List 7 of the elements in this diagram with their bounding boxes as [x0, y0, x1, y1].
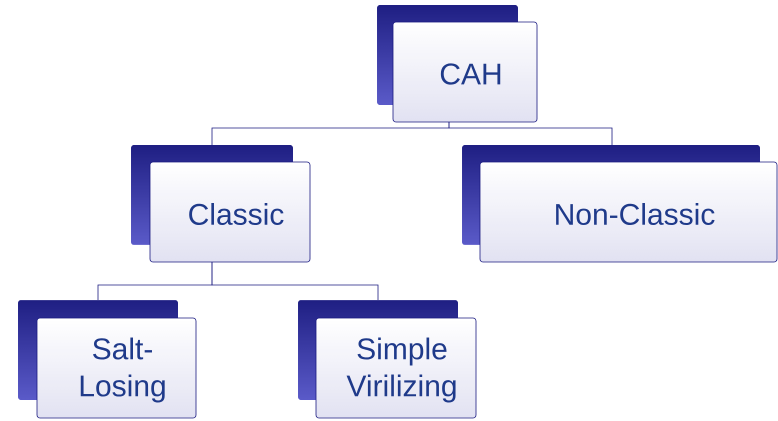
- tiered-box: Non-Classic: [480, 162, 778, 262]
- tiered-box: Salt-Losing: [36, 318, 196, 418]
- tiered-box: Classic: [150, 162, 310, 262]
- connector-line: [448, 122, 612, 146]
- tiered-box: Simple Virilizing: [316, 318, 476, 418]
- tiered-box: CAH: [392, 22, 538, 122]
- connector-line: [212, 262, 378, 300]
